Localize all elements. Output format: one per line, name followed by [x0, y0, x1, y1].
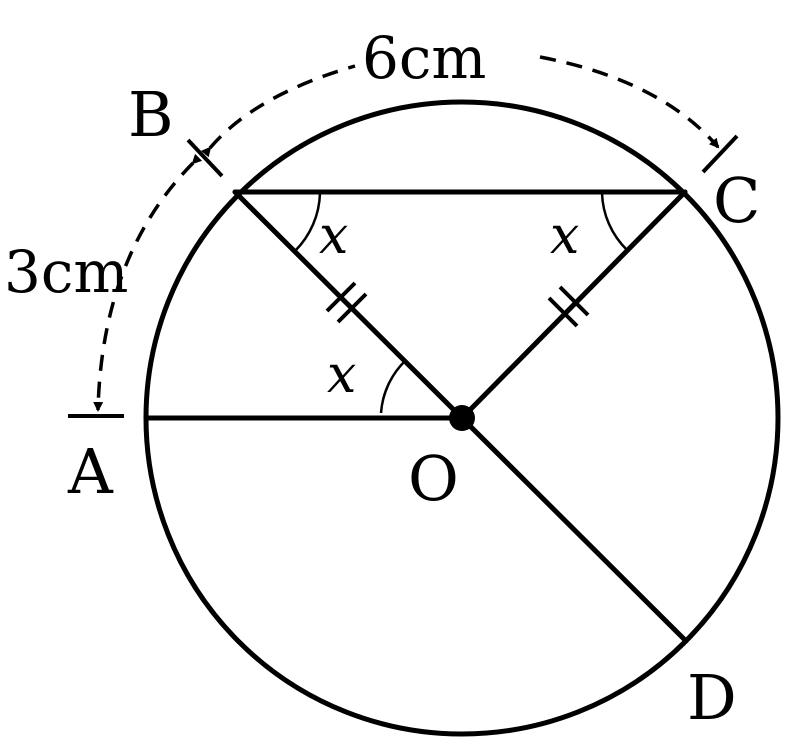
label-point-o: O [408, 442, 459, 515]
equal-ticks-oc [547, 285, 590, 328]
label-point-c: C [713, 164, 760, 237]
angle-arc-ocb [600, 192, 628, 251]
angle-arc-obc [294, 192, 322, 252]
label-point-a: A [67, 435, 114, 508]
arc-arrow-ab [93, 153, 203, 412]
tick-b [186, 138, 224, 178]
label-angle-ocb: x [550, 206, 579, 266]
label-angle-obc: x [319, 206, 348, 266]
label-point-d: D [687, 661, 737, 734]
arc-arrow-bc [210, 55, 718, 148]
equal-ticks-ob [325, 281, 368, 324]
radius-oc [459, 189, 688, 421]
label-arc-bc-length: 6cm [362, 24, 486, 92]
label-angle-aob: x [327, 345, 356, 405]
center-point [449, 405, 475, 431]
label-point-b: B [128, 78, 174, 151]
angle-arc-aob [379, 360, 406, 414]
label-arc-ab-length: 3cm [4, 238, 128, 306]
